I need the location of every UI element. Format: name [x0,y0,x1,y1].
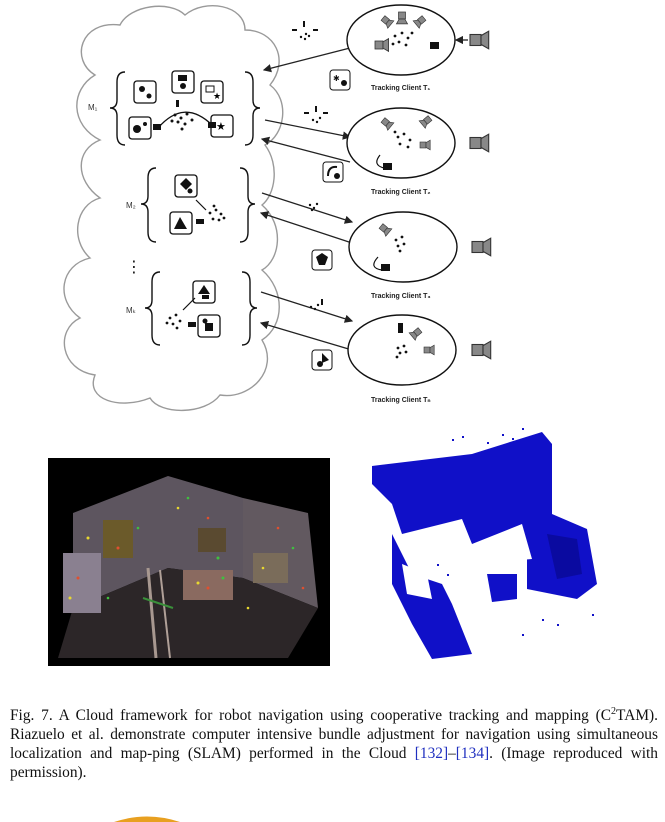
citation-link-134[interactable]: [134] [455,745,490,763]
citation-link-132[interactable]: [132] [414,745,449,763]
caption-body: TAM). Riazuelo et al. demonstrate comput… [10,707,658,763]
payload-icons: ✱ [292,21,351,371]
cropped-edge-decoration [114,816,180,822]
client-label-t2: Tracking Client T₂ [371,189,431,196]
point-cloud-dots [208,204,226,222]
point-cloud-photo [48,458,330,666]
client-camera-icon [471,340,492,360]
svg-text:★: ★ [216,121,226,133]
tracking-client-t1: Tracking Client T₁ [346,4,456,92]
keyframe-icon: ★ [210,114,234,138]
keyframe-icon [128,116,152,140]
tracking-client-tn: Tracking Client Tₙ [347,314,457,404]
map-label-m2: M₂ [126,201,136,210]
arrows [259,47,354,351]
caption-dash: – [448,745,456,763]
keyframe-icon [197,314,221,338]
tracking-client-t2: Tracking Client T₂ [346,107,456,196]
brace-right-m1 [244,71,261,146]
svg-text:★: ★ [213,91,221,101]
ellipsis: ⋮ [126,259,142,276]
client-camera-icon [469,30,490,50]
client-label-tn: Tracking Client Tₙ [371,397,431,404]
keyframe-icon [133,80,157,104]
keyframe-icon [169,211,193,235]
client-label-t3: Tracking Client T₃ [371,293,431,300]
client-camera-icon [471,237,492,257]
camera-arc-m1 [157,111,213,129]
point-cloud-dots [165,313,182,330]
client-camera-icon [469,133,490,153]
keyframe-icon [192,280,216,304]
map-label-mk: Mₖ [126,306,136,315]
figure-caption: Fig. 7. A Cloud framework for robot navi… [10,702,658,782]
cloud-outline [63,5,284,412]
point-cloud-dots [170,100,194,131]
caption-prefix: Fig. 7. A Cloud framework for robot navi… [10,707,612,725]
brace-left-m1 [109,71,126,146]
voxel-map-image [352,424,622,669]
caption-superscript: 2 [611,706,617,717]
keyframe-icon: ★ [200,80,224,104]
svg-text:✱: ✱ [333,74,340,83]
client-label-t1: Tracking Client T₁ [371,85,430,92]
brace-left-mk [144,271,161,346]
tracking-client-t3: Tracking Client T₃ [348,211,458,300]
keyframe-icon [171,70,195,94]
keyframe-icon [174,174,198,198]
brace-right-mk [241,271,258,346]
caption-suffix: . (Image reproduced with permission). [10,745,658,782]
brace-left-m2 [140,167,157,243]
c2tam-framework-diagram: M₁ ★ ★ M₂ ⋮ Mₖ [63,4,492,412]
brace-right-m2 [239,167,256,243]
map-label-m1: M₁ [88,103,98,112]
